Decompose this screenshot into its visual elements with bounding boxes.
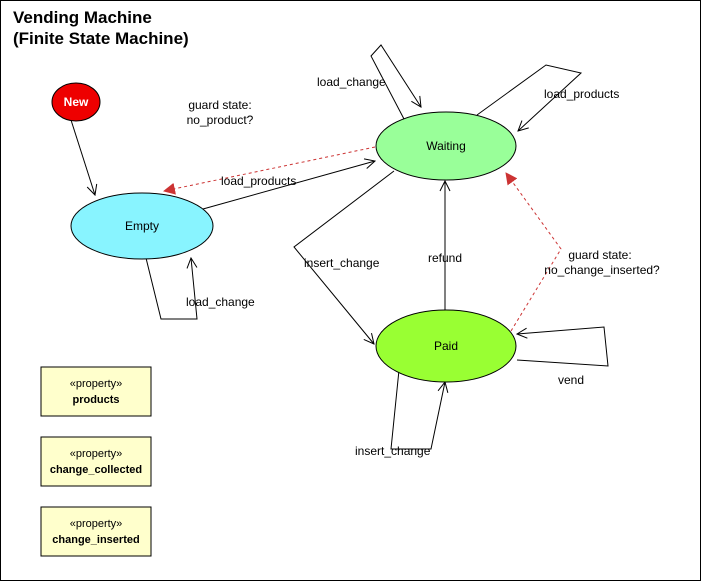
state-waiting-label: Waiting xyxy=(426,139,466,153)
state-new-shape xyxy=(51,82,101,122)
state-new-label: New xyxy=(64,95,89,109)
diagram-title-line2: (Finite State Machine) xyxy=(13,29,189,48)
label-load-change-empty: load_change xyxy=(186,295,255,309)
property-name: change_collected xyxy=(50,464,142,476)
label-load-change-waiting: load_change xyxy=(317,75,386,89)
guard-label-no-change-line1: guard state: xyxy=(568,248,631,262)
edge-waiting-self-loop-right xyxy=(476,64,583,131)
property-name: change_inserted xyxy=(52,534,139,546)
label-insert-change-waiting: insert_change xyxy=(304,256,380,270)
guard-label-no-product-line1: guard state: xyxy=(188,98,251,112)
guard-label-no-change-line2: no_change_inserted? xyxy=(544,263,660,277)
guard-label-no-product-line2: no_product? xyxy=(187,113,254,127)
property-name: products xyxy=(72,394,119,406)
property-box-change-collected-shape xyxy=(40,436,152,487)
property-box-change-inserted-shape xyxy=(40,506,152,557)
label-insert-change-paid: insert_change xyxy=(355,444,431,458)
edge-new-to-empty xyxy=(70,119,95,195)
label-load-products-empty: load_products xyxy=(221,174,296,188)
edge-paid-self-loop-vend xyxy=(517,326,609,367)
state-waiting-shape xyxy=(375,111,517,181)
property-box-products-shape xyxy=(40,366,152,417)
property-stereotype: «property» xyxy=(70,378,123,390)
label-vend: vend xyxy=(558,373,584,387)
property-box-change-inserted: «property» change_inserted xyxy=(40,506,152,557)
edge-empty-self-loop xyxy=(145,258,198,320)
label-load-products-waiting: load_products xyxy=(544,87,619,101)
state-empty: Empty xyxy=(70,192,214,260)
edge-paid-self-loop-insert xyxy=(390,369,445,450)
state-new: New xyxy=(51,82,101,122)
property-stereotype: «property» xyxy=(70,518,123,530)
diagram-title-line1: Vending Machine xyxy=(13,8,152,27)
state-waiting: Waiting xyxy=(375,111,517,181)
state-empty-label: Empty xyxy=(125,219,159,233)
property-box-products: «property» products xyxy=(40,366,152,417)
state-paid: Paid xyxy=(375,309,517,383)
guard-edge-no-change-inserted xyxy=(505,172,562,332)
edge-waiting-to-paid xyxy=(293,170,395,344)
edge-empty-to-waiting xyxy=(202,161,375,210)
property-box-change-collected: «property» change_collected xyxy=(40,436,152,487)
edge-waiting-self-loop-left xyxy=(370,44,421,120)
state-paid-shape xyxy=(375,309,517,383)
state-empty-shape xyxy=(70,192,214,260)
label-refund: refund xyxy=(428,251,462,265)
state-paid-label: Paid xyxy=(434,339,458,353)
property-stereotype: «property» xyxy=(70,448,123,460)
